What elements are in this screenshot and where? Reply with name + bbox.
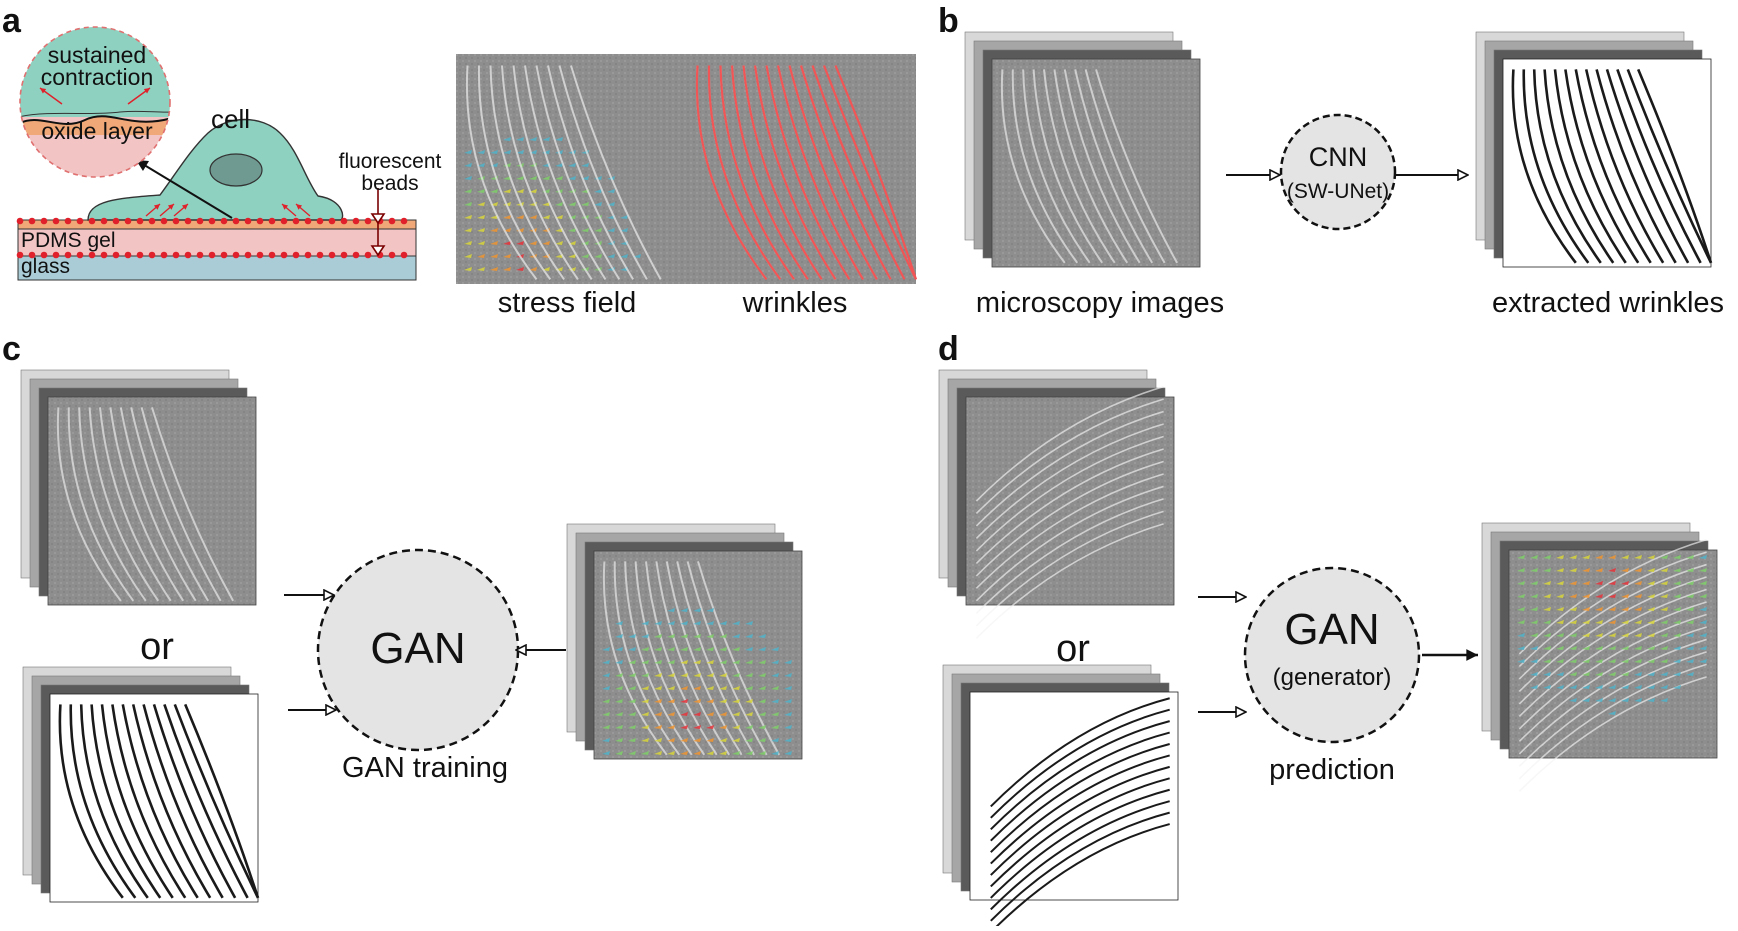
nucleus <box>209 153 263 187</box>
extracted-wrinkles-caption: extracted wrinkles <box>1491 287 1725 319</box>
microscopy-image-stack-d <box>938 369 1175 639</box>
stress-field-caption: stress field <box>497 287 637 319</box>
inset-arrows <box>39 87 151 105</box>
glass-label: glass <box>21 255 71 278</box>
wrinkles-overlay-image <box>686 54 918 284</box>
beads-top-row <box>16 217 408 225</box>
pdms-layer <box>17 228 417 257</box>
inset-label-contraction: contraction <box>40 64 154 90</box>
inset-pointer <box>135 159 233 219</box>
wrinkle-image-stack-d <box>942 664 1179 931</box>
oxide-layer-label: oxide layer <box>41 118 153 144</box>
or-label-c: or <box>140 626 174 668</box>
panel-letter-b: b <box>938 2 959 40</box>
beads-label-1: fluorescent <box>338 150 442 173</box>
wrinkles-caption: wrinkles <box>742 287 848 319</box>
wrinkle-image-stack-c <box>22 666 260 903</box>
prediction-caption: prediction <box>1269 754 1395 786</box>
or-label-d: or <box>1056 628 1090 670</box>
beads-bottom-row <box>16 251 408 259</box>
microscopy-images-caption: microscopy images <box>975 287 1225 319</box>
extracted-wrinkles-stack-b <box>1475 31 1713 268</box>
gan-generator-node <box>1243 566 1421 744</box>
zoom-inset <box>20 27 170 177</box>
traction-arrows <box>145 203 311 217</box>
cell-label: cell <box>211 104 251 134</box>
pdms-label: PDMS gel <box>21 229 116 252</box>
cnn-node-subtitle: (SW-UNet) <box>1286 180 1390 203</box>
gan-node-title-c: GAN <box>370 624 466 673</box>
panel-letter-a: a <box>2 2 21 40</box>
cnn-node-title: CNN <box>1308 142 1368 172</box>
stress-field-image <box>456 54 686 284</box>
inset-label-sustained: sustained <box>47 42 147 68</box>
panel-a-schematic <box>16 26 417 281</box>
beads-label-2: beads <box>361 172 419 195</box>
zoom-inset-border <box>19 26 171 178</box>
gan-training-caption: GAN training <box>341 752 509 784</box>
gan-generator-node-subtitle: (generator) <box>1272 664 1392 691</box>
microscopy-image-stack-c <box>20 369 257 606</box>
panel-letter-c: c <box>2 330 21 368</box>
cnn-node <box>1279 113 1397 231</box>
panel-letter-d: d <box>938 330 959 368</box>
bead-depth-marker <box>370 188 386 257</box>
gan-generator-node-title: GAN <box>1284 605 1380 654</box>
microscopy-image-stack-b <box>964 31 1201 268</box>
stress-field-stack-c <box>566 523 803 760</box>
predicted-stress-stack-d <box>1481 522 1718 792</box>
glass-layer <box>17 255 417 281</box>
